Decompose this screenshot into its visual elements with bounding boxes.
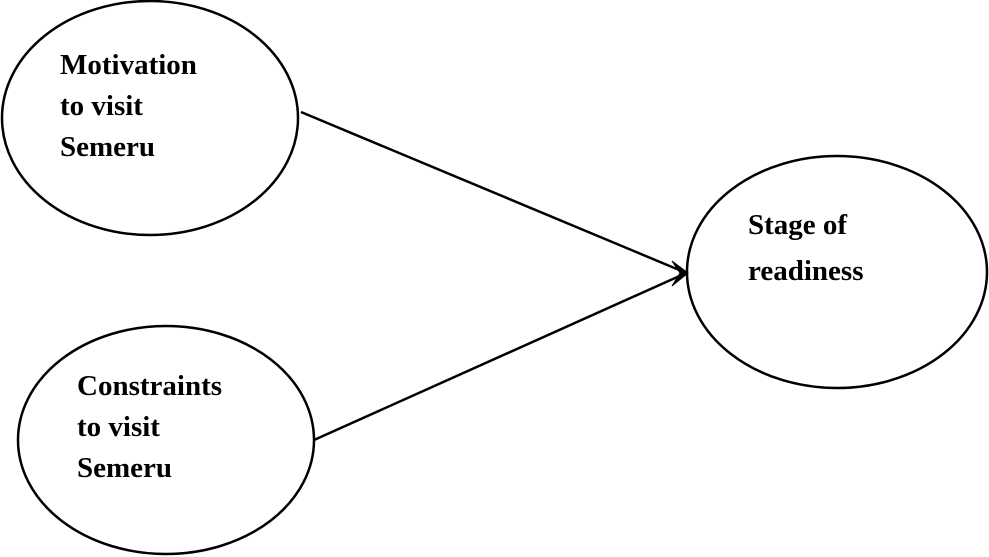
- edge-motivation-to-readiness: [300, 110, 685, 274]
- node-motivation-line-3: Semeru: [60, 131, 156, 163]
- node-readiness-line-2: readiness: [748, 255, 864, 287]
- node-motivation-ellipse: [0, 0, 300, 237]
- edge-constraints-to-readiness: [313, 272, 685, 442]
- node-constraints-label: Constraints to visit Semeru: [77, 366, 222, 489]
- arrowhead-icon: [671, 260, 689, 287]
- node-constraints-line-1: Constraints: [77, 370, 223, 402]
- node-constraints-line-2: to visit: [77, 411, 160, 443]
- node-motivation-line-2: to visit: [60, 90, 143, 122]
- node-readiness-line-1: Stage of: [748, 209, 848, 241]
- node-constraints-line-3: Semeru: [77, 452, 173, 484]
- node-motivation-label: Motivation to visit Semeru: [60, 45, 197, 168]
- node-readiness-label: Stage of readiness: [748, 202, 863, 294]
- node-motivation-line-1: Motivation: [60, 49, 197, 81]
